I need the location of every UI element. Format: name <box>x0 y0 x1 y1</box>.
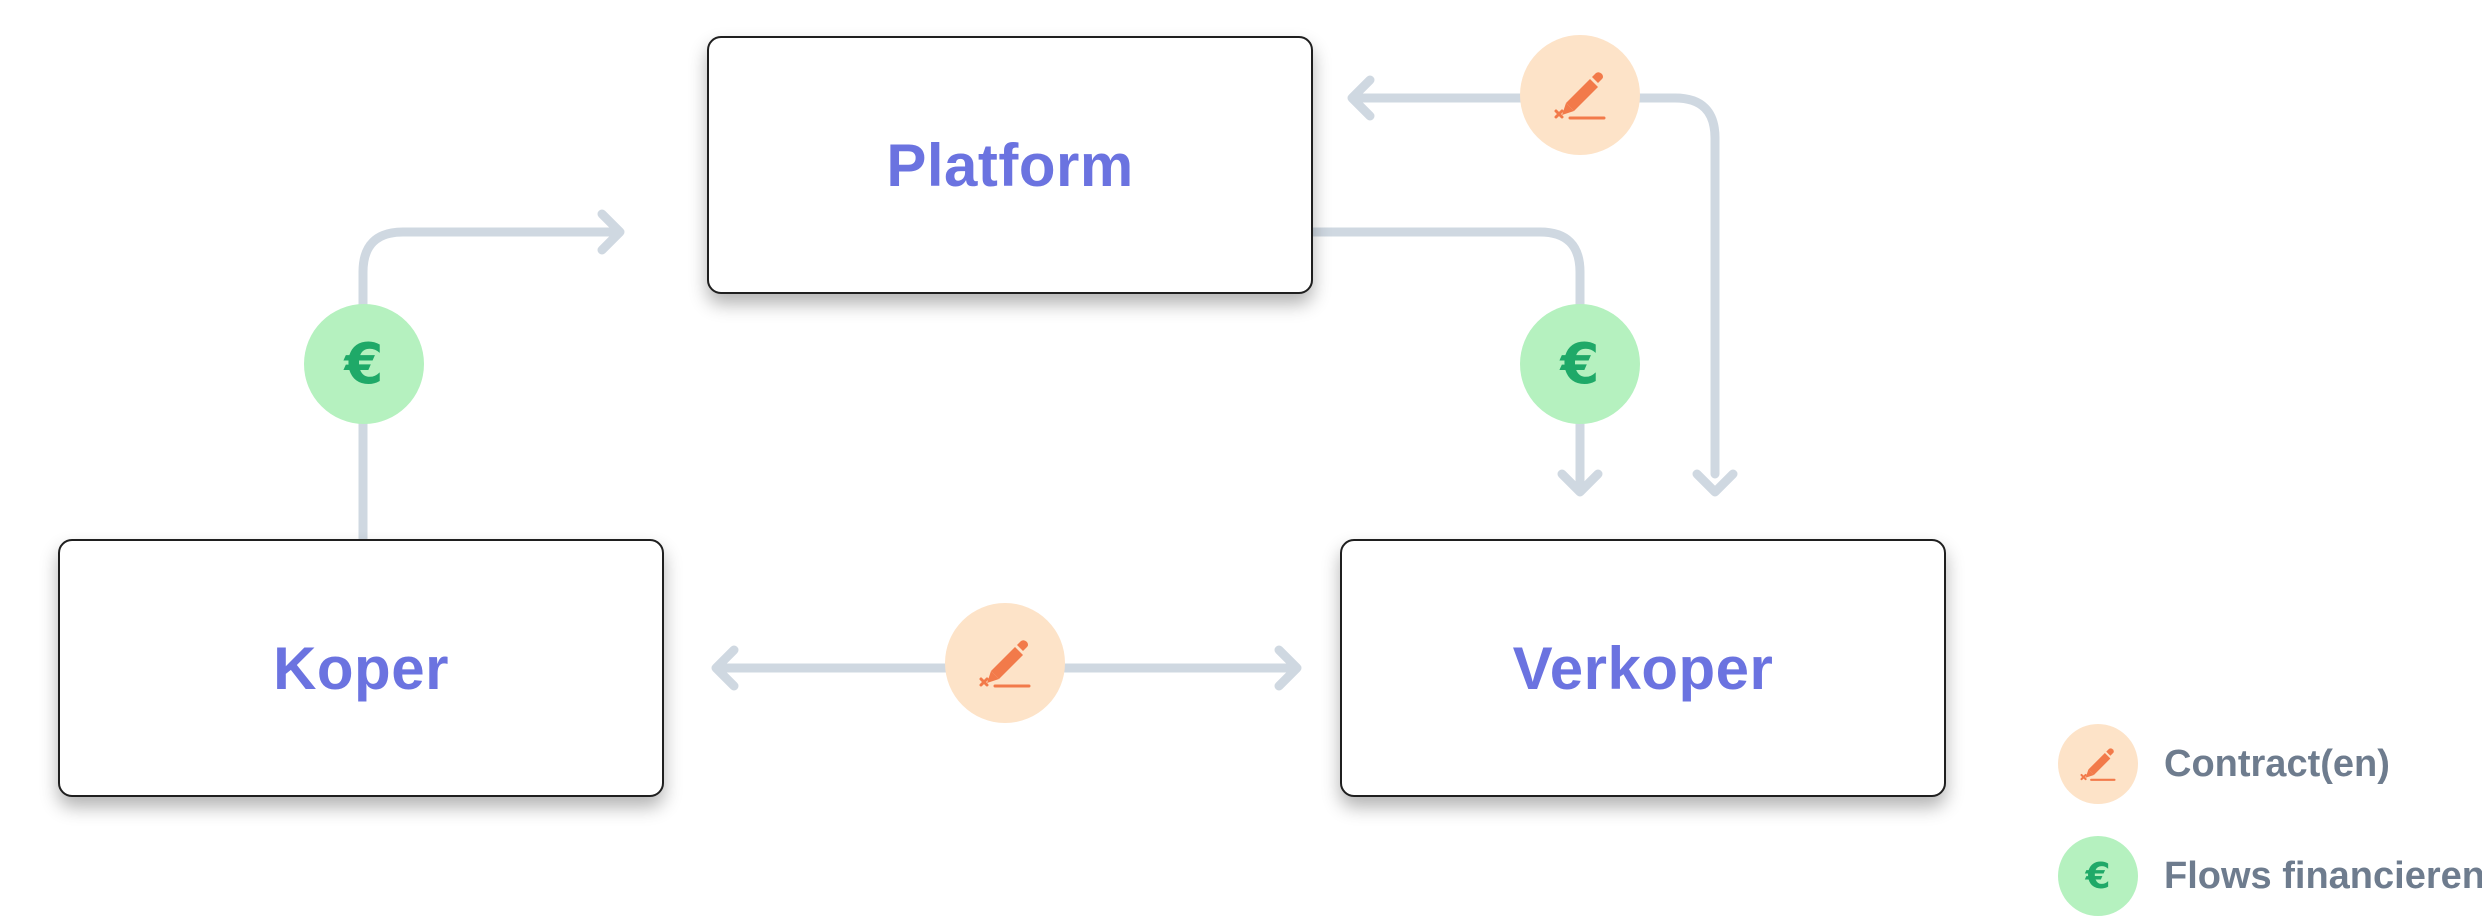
legend-money-label: Flows financieren <box>2164 854 2482 897</box>
money-badge-left: € <box>304 304 424 424</box>
legend-contract-label: Contract(en) <box>2164 742 2390 785</box>
node-platform-label: Platform <box>886 131 1134 199</box>
legend-item-money: € Flows financieren <box>2058 836 2482 916</box>
pen-signature-icon <box>2080 748 2116 781</box>
legend-item-contract: Contract(en) <box>2058 724 2390 804</box>
arrowhead-to-verkoper-bottom <box>1274 645 1302 691</box>
connector-koper-platform <box>358 227 622 544</box>
arrowhead-to-koper-contract <box>711 645 739 691</box>
node-koper: Koper <box>58 539 664 797</box>
arrowhead-platform-verkoper-money <box>1557 469 1603 497</box>
euro-icon: € <box>1560 331 1600 397</box>
node-verkoper-label: Verkoper <box>1512 634 1774 702</box>
contract-badge-bottom <box>945 603 1065 723</box>
arrowhead-to-verkoper-contract <box>1692 469 1738 497</box>
arrowhead-to-platform-contract <box>1347 75 1375 121</box>
money-badge-right: € <box>1520 304 1640 424</box>
node-koper-label: Koper <box>273 634 449 702</box>
contract-badge-top <box>1520 35 1640 155</box>
pen-signature-icon <box>979 640 1031 688</box>
euro-icon: € <box>344 331 384 397</box>
arrowhead-koper-platform <box>597 209 625 255</box>
pen-signature-icon <box>1554 72 1606 120</box>
legend-contract-swatch <box>2058 724 2138 804</box>
node-platform: Platform <box>707 36 1313 294</box>
node-verkoper: Verkoper <box>1340 539 1946 797</box>
connector-verkoper-platform-contract <box>1350 93 1720 479</box>
euro-icon: € <box>2085 855 2111 897</box>
legend-money-swatch: € <box>2058 836 2138 916</box>
connector-platform-verkoper-money <box>1308 227 1585 493</box>
